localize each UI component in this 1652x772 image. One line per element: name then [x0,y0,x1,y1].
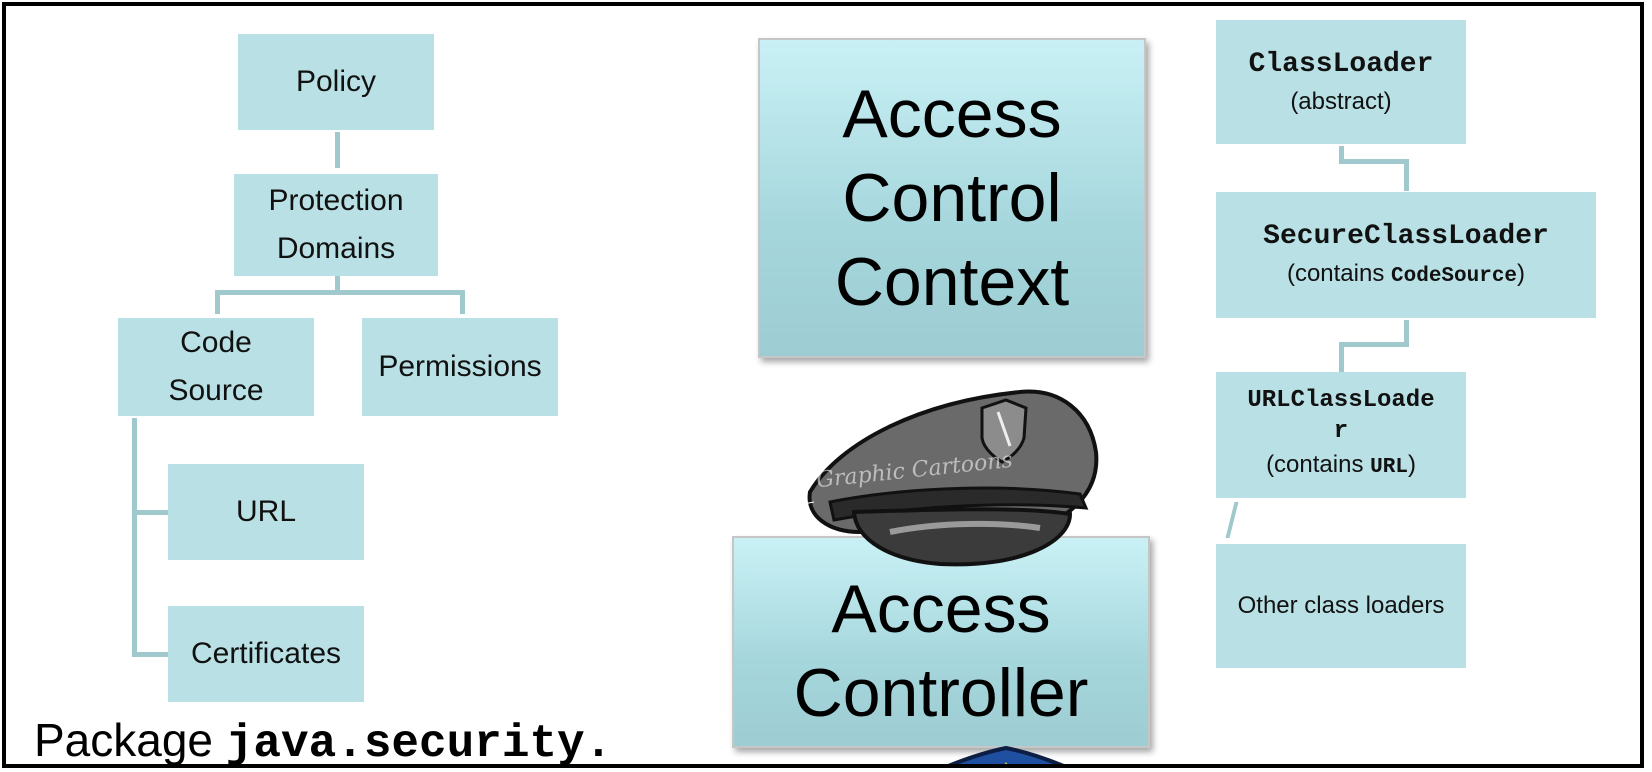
code-source-box: Code Source [118,318,314,416]
other-classloaders-label: Other class loaders [1237,592,1445,619]
package-prefix: Package [34,714,226,766]
url-box: URL [168,464,364,560]
connector-permissions-drop [460,290,465,314]
permissions-label: Permissions [378,350,542,383]
access-control-context-line3: Context [834,244,1070,320]
connector-secure-drop [1339,342,1344,372]
protection-domains-box: Protection Domains [234,174,438,276]
connector-classloader-bar [1339,159,1409,164]
classloader-name: ClassLoader [1248,49,1434,80]
protection-domains-label-line1: Protection [268,184,404,217]
policy-label: Policy [295,65,377,98]
connector-code-source-drop [215,290,220,314]
connector-domains-trunk [335,276,340,292]
secure-classloader-name: SecureClassLoader [1263,220,1549,252]
url-classloader-note-prefix: (contains [1266,450,1371,478]
connector-url-branch [132,510,170,515]
secure-classloader-note-suffix: ) [1517,259,1526,287]
classloader-box: ClassLoader (abstract) [1216,20,1466,144]
package-label: Package java.security. [34,712,613,768]
secure-classloader-note: (contains CodeSource) [1287,257,1525,294]
connector-policy-domains [335,132,340,168]
badge-icon [947,745,1065,764]
connector-certificates-branch [132,652,170,657]
connector-domains-bar [215,290,465,295]
connector-classloader-down [1339,146,1344,162]
access-control-context-box: Access Control Context [758,38,1146,358]
access-controller-line1: Access [831,571,1051,647]
url-classloader-name-line1: URLClassLoade [1247,386,1435,414]
classloader-note: (abstract) [1290,88,1392,115]
secure-classloader-note-code: CodeSource [1391,264,1518,288]
certificates-box: Certificates [168,606,364,702]
url-label: URL [235,495,296,528]
permissions-box: Permissions [362,318,558,416]
other-classloaders-box: Other class loaders [1216,544,1466,668]
certificates-label: Certificates [190,637,342,670]
police-hat-icon [770,389,1099,567]
url-classloader-name-line2: r [1333,417,1349,445]
url-classloader-note-code: URL [1370,455,1408,479]
access-controller-box: Access Controller [732,536,1150,748]
connector-secure-up [1404,320,1409,346]
access-control-context-line1: Access [842,76,1062,152]
connector-secure-bar [1339,342,1409,347]
url-classloader-box: URLClassLoade r (contains URL) [1216,372,1466,498]
connector-url-other [1225,502,1239,538]
policy-box: Policy [238,34,434,130]
protection-domains-label-line2: Domains [276,232,396,265]
code-source-label-line2: Source [168,374,264,407]
secure-classloader-note-prefix: (contains [1286,259,1392,287]
secure-classloader-box: SecureClassLoader (contains CodeSource) [1216,192,1596,318]
connector-classloader-drop [1404,159,1409,191]
connector-code-source-spine [132,418,137,654]
url-classloader-note: (contains URL) [1266,447,1416,486]
url-classloader-note-suffix: ) [1407,450,1416,478]
access-controller-line2: Controller [793,655,1089,731]
package-name: java.security. [225,718,613,768]
code-source-label-line1: Code [180,326,252,359]
access-control-context-line2: Control [842,160,1062,236]
